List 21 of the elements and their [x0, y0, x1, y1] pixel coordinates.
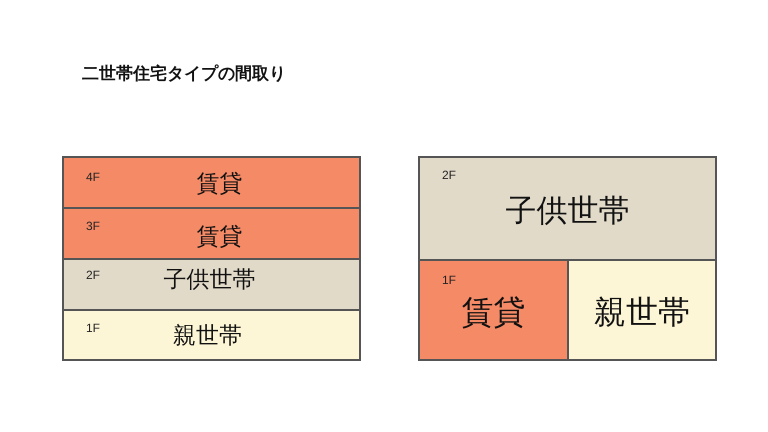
- floor-number: 1F: [442, 273, 456, 287]
- unit-label: 賃貸: [196, 170, 242, 199]
- floor-number: 3F: [86, 219, 100, 233]
- title: 二世帯住宅タイプの間取り: [82, 63, 286, 85]
- floor-number: 4F: [86, 170, 100, 184]
- floor-band: [62, 156, 361, 209]
- floor-band: [567, 259, 717, 361]
- floor-band: [418, 259, 569, 361]
- unit-label: 親世帯: [594, 292, 690, 333]
- unit-label: 子供世帯: [506, 192, 630, 231]
- floor-band: [62, 309, 361, 361]
- unit-label: 賃貸: [196, 223, 242, 252]
- floor-number: 2F: [442, 168, 456, 182]
- floor-number: 1F: [86, 321, 100, 335]
- floor-band: [62, 258, 361, 311]
- unit-label: 子供世帯: [164, 266, 256, 295]
- floor-band: [62, 207, 361, 260]
- floor-band: [418, 156, 717, 261]
- floor-number: 2F: [86, 268, 100, 282]
- unit-label: 賃貸: [462, 292, 526, 333]
- unit-label: 親世帯: [173, 322, 242, 351]
